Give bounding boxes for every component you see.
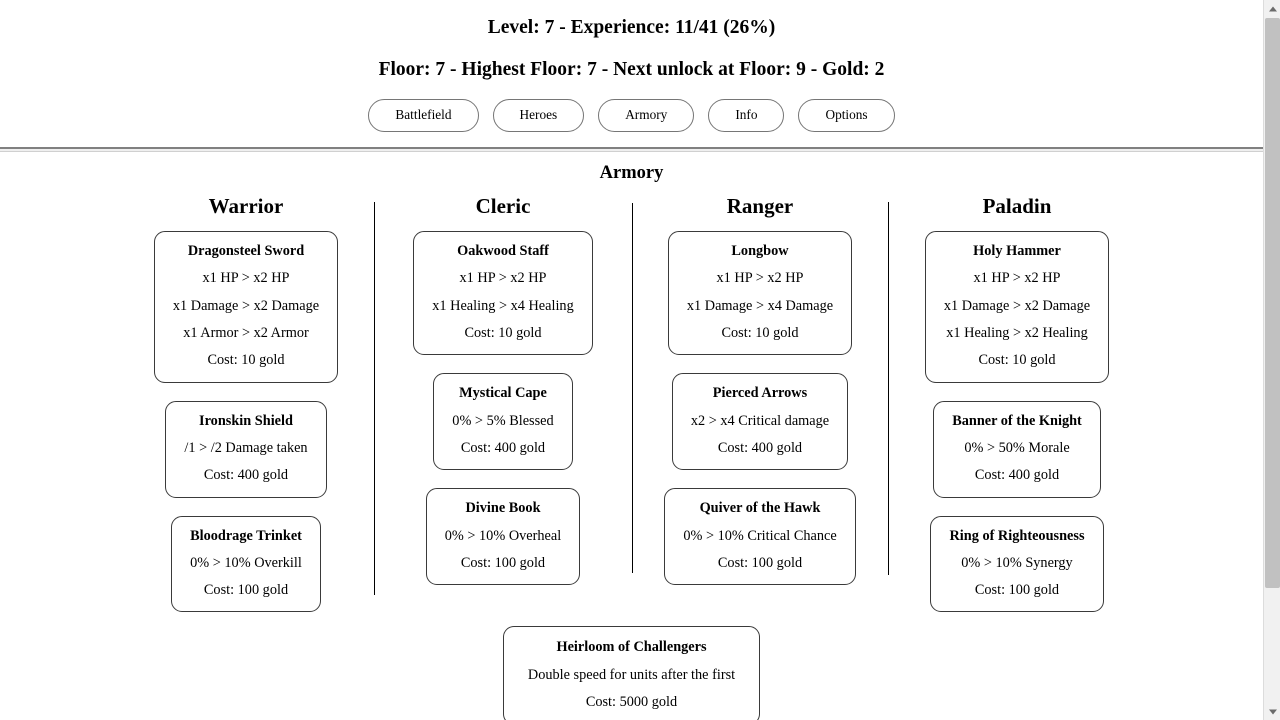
level-experience-line: Level: 7 - Experience: 11/41 (26%): [487, 17, 776, 38]
item-card-dragonsteel-sword[interactable]: Dragonsteel Sword x1 HP > x2 HP x1 Damag…: [153, 231, 339, 383]
item-card-bloodrage-trinket[interactable]: Bloodrage Trinket 0% > 10% Overkill Cost…: [171, 515, 321, 613]
item-name: Banner of the Knight: [952, 412, 1082, 429]
class-heading-warrior: Warrior: [208, 194, 284, 219]
heirloom-section: Heirloom of Challengers Double speed for…: [0, 626, 1263, 720]
item-effect: x1 Damage > x4 Damage: [686, 297, 834, 314]
scroll-down-button[interactable]: [1264, 703, 1280, 720]
item-effect: 0% > 10% Critical Chance: [683, 527, 837, 544]
item-cost: Cost: 5000 gold: [585, 693, 678, 710]
item-card-holy-hammer[interactable]: Holy Hammer x1 HP > x2 HP x1 Damage > x2…: [924, 231, 1110, 383]
scroll-up-button[interactable]: [1264, 0, 1280, 17]
class-column-paladin: Paladin Holy Hammer x1 HP > x2 HP x1 Dam…: [889, 196, 1146, 630]
item-effect: Double speed for units after the first: [527, 666, 736, 683]
item-cost: Cost: 100 gold: [203, 582, 289, 599]
item-card-ring-of-righteousness[interactable]: Ring of Righteousness 0% > 10% Synergy C…: [930, 515, 1104, 613]
item-name: Holy Hammer: [973, 243, 1061, 260]
page-scrollbar[interactable]: [1263, 0, 1280, 720]
item-effect: x1 HP > x2 HP: [716, 270, 804, 287]
item-cost: Cost: 400 gold: [974, 467, 1060, 484]
item-card-quiver-of-the-hawk[interactable]: Quiver of the Hawk 0% > 10% Critical Cha…: [664, 488, 856, 586]
item-name: Longbow: [731, 243, 789, 260]
item-effect: 0% > 10% Overkill: [190, 554, 302, 571]
class-heading-ranger: Ranger: [726, 194, 794, 219]
item-effect: x1 Healing > x4 Healing: [432, 297, 574, 314]
item-name: Ironskin Shield: [199, 412, 293, 429]
item-effect: x2 > x4 Critical damage: [690, 412, 830, 429]
main-nav: Battlefield Heroes Armory Info Options: [0, 99, 1263, 132]
item-card-divine-book[interactable]: Divine Book 0% > 10% Overheal Cost: 100 …: [425, 488, 581, 586]
scroll-down-arrow-icon: [1268, 709, 1277, 714]
item-card-longbow[interactable]: Longbow x1 HP > x2 HP x1 Damage > x4 Dam…: [667, 231, 853, 356]
item-effect: x1 HP > x2 HP: [459, 270, 547, 287]
nav-button-armory[interactable]: Armory: [598, 99, 695, 132]
item-cost: Cost: 10 gold: [464, 325, 542, 342]
item-cost: Cost: 400 gold: [460, 439, 546, 456]
page-title: Armory: [599, 162, 664, 183]
item-card-mystical-cape[interactable]: Mystical Cape 0% > 5% Blessed Cost: 400 …: [433, 373, 573, 471]
class-column-warrior: Warrior Dragonsteel Sword x1 HP > x2 HP …: [118, 196, 375, 630]
item-cost: Cost: 400 gold: [203, 467, 289, 484]
item-effect: x1 Armor > x2 Armor: [183, 325, 309, 342]
item-effect: x1 Healing > x2 Healing: [946, 325, 1088, 342]
item-effect: x1 Damage > x2 Damage: [172, 297, 320, 314]
item-card-oakwood-staff[interactable]: Oakwood Staff x1 HP > x2 HP x1 Healing >…: [413, 231, 593, 356]
item-effect: 0% > 5% Blessed: [452, 412, 554, 429]
floor-gold-line: Floor: 7 - Highest Floor: 7 - Next unloc…: [378, 58, 885, 80]
item-effect: /1 > /2 Damage taken: [184, 439, 308, 456]
item-card-ironskin-shield[interactable]: Ironskin Shield /1 > /2 Damage taken Cos…: [165, 400, 327, 498]
item-effect: 0% > 10% Synergy: [961, 554, 1073, 571]
class-heading-paladin: Paladin: [982, 194, 1052, 219]
item-cost: Cost: 10 gold: [978, 352, 1056, 369]
nav-button-heroes[interactable]: Heroes: [492, 99, 585, 132]
class-column-cleric: Cleric Oakwood Staff x1 HP > x2 HP x1 He…: [375, 194, 633, 603]
item-name: Pierced Arrows: [712, 385, 808, 402]
item-effect: 0% > 50% Morale: [964, 439, 1070, 456]
item-name: Mystical Cape: [459, 385, 547, 402]
item-card-pierced-arrows[interactable]: Pierced Arrows x2 > x4 Critical damage C…: [671, 373, 849, 471]
armory-columns: Warrior Dragonsteel Sword x1 HP > x2 HP …: [0, 196, 1263, 630]
item-name: Divine Book: [465, 500, 541, 517]
item-effect: x1 Damage > x2 Damage: [943, 297, 1091, 314]
item-name: Dragonsteel Sword: [187, 243, 305, 260]
nav-button-battlefield[interactable]: Battlefield: [368, 99, 479, 132]
item-name: Heirloom of Challengers: [556, 639, 707, 656]
item-name: Quiver of the Hawk: [699, 500, 821, 517]
item-name: Oakwood Staff: [457, 243, 549, 260]
item-cost: Cost: 10 gold: [207, 352, 285, 369]
item-effect: x1 HP > x2 HP: [202, 270, 290, 287]
class-column-ranger: Ranger Longbow x1 HP > x2 HP x1 Damage >…: [632, 196, 889, 603]
header-divider: [0, 146, 1263, 152]
item-card-banner-of-the-knight[interactable]: Banner of the Knight 0% > 50% Morale Cos…: [933, 400, 1101, 498]
nav-button-options[interactable]: Options: [798, 99, 895, 132]
class-heading-cleric: Cleric: [475, 194, 531, 219]
item-cost: Cost: 400 gold: [717, 439, 803, 456]
item-cost: Cost: 100 gold: [717, 554, 803, 571]
item-cost: Cost: 100 gold: [974, 582, 1060, 599]
item-effect: x1 HP > x2 HP: [973, 270, 1061, 287]
item-cost: Cost: 100 gold: [460, 554, 546, 571]
item-effect: 0% > 10% Overheal: [444, 527, 562, 544]
nav-button-info[interactable]: Info: [708, 99, 785, 132]
scroll-up-arrow-icon: [1268, 6, 1277, 11]
item-cost: Cost: 10 gold: [721, 325, 799, 342]
item-card-heirloom-of-challengers[interactable]: Heirloom of Challengers Double speed for…: [502, 626, 761, 720]
scrollbar-thumb[interactable]: [1265, 18, 1280, 588]
item-name: Ring of Righteousness: [949, 527, 1085, 544]
item-name: Bloodrage Trinket: [190, 527, 302, 544]
